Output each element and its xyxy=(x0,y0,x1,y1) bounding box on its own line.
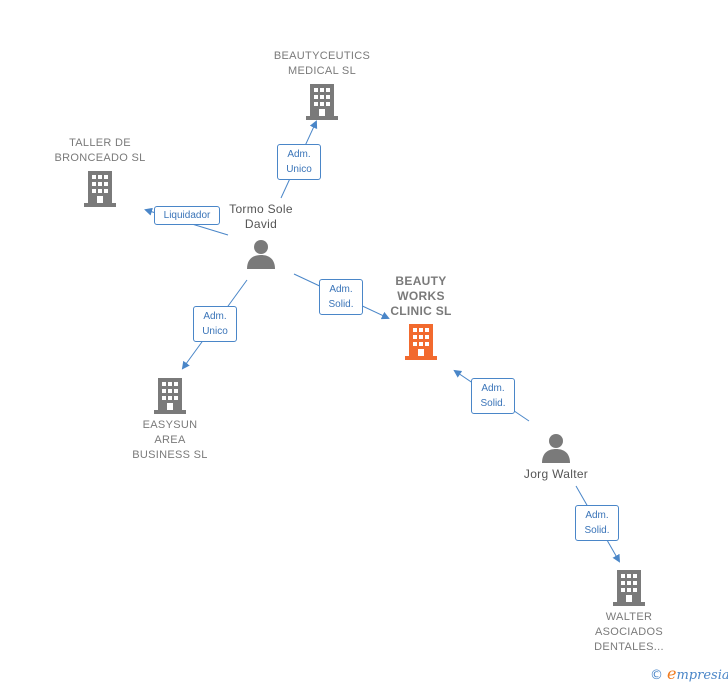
person-icon xyxy=(542,434,570,463)
building-icon xyxy=(84,171,116,207)
person-label: Jorg Walter xyxy=(523,467,589,481)
company-node-taller-de-bronceado[interactable]: TALLER DE BRONCEADO SL xyxy=(40,136,160,207)
company-label: EASYSUN AREA BUSINESS SL xyxy=(132,419,208,461)
person-node-jorg-walter[interactable]: Jorg Walter xyxy=(506,433,606,482)
building-icon xyxy=(306,84,338,120)
building-icon xyxy=(154,378,186,414)
brand-name: mpresia xyxy=(676,668,728,683)
relation-label-adm-solid[interactable]: Adm. Solid. xyxy=(319,279,363,315)
company-label: TALLER DE BRONCEADO SL xyxy=(54,137,146,164)
person-label: Tormo Sole David xyxy=(229,202,293,231)
relation-label-adm-solid[interactable]: Adm. Solid. xyxy=(471,378,515,414)
brand-initial: e xyxy=(667,664,677,683)
company-node-beauty-works-clinic[interactable]: BEAUTY WORKS CLINIC SL xyxy=(371,274,471,360)
copyright-icon: © xyxy=(650,668,663,683)
person-node-tormo-sole-david[interactable]: Tormo Sole David xyxy=(211,202,311,269)
empresia-logo[interactable]: © empresia xyxy=(650,664,728,683)
building-icon xyxy=(405,324,437,360)
company-label: BEAUTY WORKS CLINIC SL xyxy=(390,274,452,318)
company-label: BEAUTYCEUTICS MEDICAL SL xyxy=(273,50,371,77)
company-node-walter-asociados-dentales[interactable]: WALTER ASOCIADOS DENTALES... xyxy=(579,570,679,655)
company-node-easysun-area-business[interactable]: EASYSUN AREA BUSINESS SL xyxy=(120,378,220,463)
company-node-beautyceutics[interactable]: BEAUTYCEUTICS MEDICAL SL xyxy=(262,49,382,120)
relation-label-adm-unico[interactable]: Adm. Unico xyxy=(277,144,321,180)
person-icon xyxy=(247,240,275,269)
relation-label-adm-unico[interactable]: Adm. Unico xyxy=(193,306,237,342)
company-label: WALTER ASOCIADOS DENTALES... xyxy=(594,611,664,653)
relation-label-adm-solid[interactable]: Adm. Solid. xyxy=(575,505,619,541)
building-icon xyxy=(613,570,645,606)
relation-label-liquidador[interactable]: Liquidador xyxy=(154,206,220,225)
